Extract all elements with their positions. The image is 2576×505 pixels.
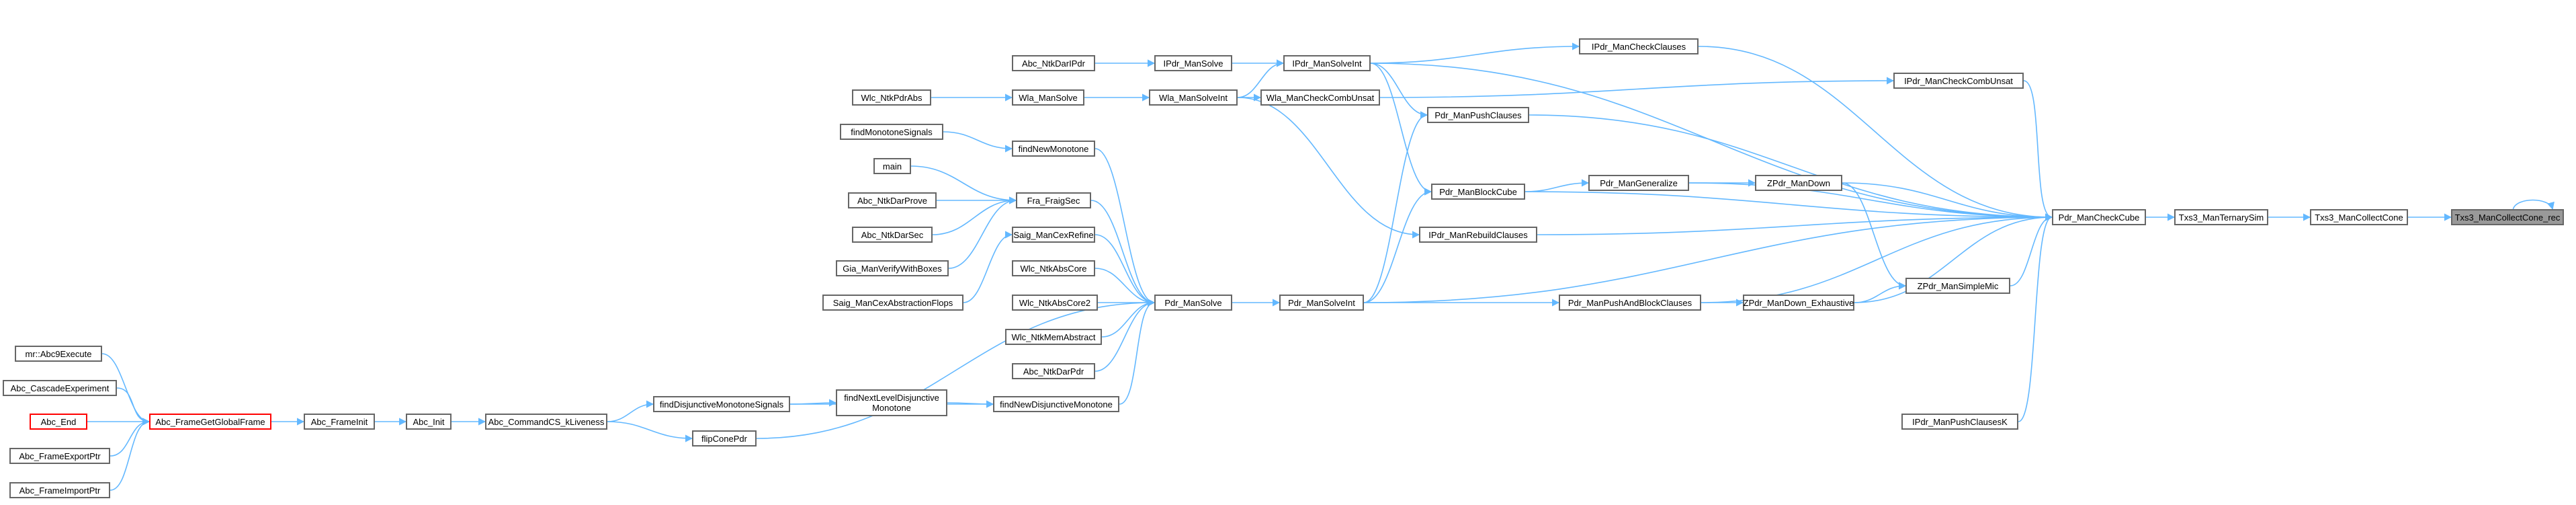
node-zpdr-mansimplemic[interactable]: ZPdr_ManSimpleMic: [1905, 278, 2010, 294]
node-abc-frameexportptr[interactable]: Abc_FrameExportPtr: [9, 448, 110, 464]
call-edge-kliveness-to-flipcone: [607, 421, 693, 442]
call-edge-memabs-to-pdrsolve: [1101, 299, 1156, 338]
node-abc-frameinit[interactable]: Abc_FrameInit: [304, 414, 375, 430]
node-ipdr-manpushclausesk[interactable]: IPdr_ManPushClausesK: [1901, 414, 2018, 430]
call-edge-rebuild-to-checkcube: [1537, 213, 2053, 235]
call-edge-pushclauses-to-checkcube: [1529, 114, 2053, 221]
call-edge-darpdr-to-pdrsolve: [1094, 299, 1156, 372]
node-ipdr-mancheckcombunsat[interactable]: IPdr_ManCheckCombUnsat: [1893, 73, 2024, 89]
call-edge-disjsig-to-nextlevel: [789, 399, 837, 407]
call-edge-importptr-to-getframe: [110, 418, 151, 491]
node-wla-mancheckcombunsat[interactable]: Wla_ManCheckCombUnsat: [1260, 89, 1380, 106]
call-edge-wlasolveint-to-rebuild: [1237, 97, 1420, 239]
call-edge-ipdrsolveint-to-pushclauses: [1370, 63, 1428, 119]
node-pdr-mansolve[interactable]: Pdr_ManSolve: [1154, 295, 1232, 311]
call-edge-cexrefine-to-pdrsolve: [1094, 234, 1156, 307]
node-abc-init[interactable]: Abc_Init: [406, 414, 452, 430]
node-fra-fraigsec[interactable]: Fra_FraigSec: [1016, 192, 1091, 208]
node-saig-mancexrefine[interactable]: Saig_ManCexRefine: [1012, 227, 1095, 243]
call-edge-simplemic-to-checkcube: [2010, 213, 2053, 286]
node-abc-ntkdarprove[interactable]: Abc_NtkDarProve: [848, 192, 937, 208]
call-edge-darsec-to-fraig: [932, 196, 1017, 235]
node-wlc-ntkabscore2[interactable]: Wlc_NtkAbsCore2: [1012, 295, 1098, 311]
node-findnewmonotone[interactable]: findNewMonotone: [1012, 141, 1095, 157]
call-edge-cascade-to-getframe: [116, 387, 151, 426]
node-finddisjunctivemonotonesignals[interactable]: findDisjunctiveMonotoneSignals: [653, 396, 790, 412]
call-edge-abscore-to-pdrsolve: [1094, 268, 1156, 307]
node-mr-abc9execute[interactable]: mr::Abc9Execute: [15, 346, 102, 362]
node-zpdr-mandown-exhaustive[interactable]: ZPdr_ManDown_Exhaustive: [1743, 295, 1854, 311]
node-txs3-manternarysim[interactable]: Txs3_ManTernarySim: [2174, 209, 2268, 225]
call-edge-wlacomb-to-combunsat: [1379, 77, 1895, 98]
node-zpdr-mandown[interactable]: ZPdr_ManDown: [1755, 175, 1842, 191]
node-wla-mansolveint[interactable]: Wla_ManSolveInt: [1149, 89, 1238, 106]
call-edge-solveint-to-pushclauses: [1363, 111, 1428, 303]
call-edge-verifyboxes-to-fraig: [948, 196, 1017, 269]
node-abc-end[interactable]: Abc_End: [30, 414, 87, 430]
call-edge-exportptr-to-getframe: [110, 418, 151, 457]
node-findnextleveldisjunctivemonotone[interactable]: findNextLevelDisjunctive Monotone: [836, 389, 947, 416]
node-txs3-mancollectcone-rec[interactable]: Txs3_ManCollectCone_rec: [2451, 209, 2564, 225]
node-abc-commandcs-kliveness[interactable]: Abc_CommandCS_kLiveness: [485, 414, 607, 430]
node-pdr-mangeneralize[interactable]: Pdr_ManGeneralize: [1588, 175, 1689, 191]
node-abc-cascadeexperiment[interactable]: Abc_CascadeExperiment: [3, 380, 117, 396]
node-abc-ntkdarlpdr[interactable]: Abc_NtkDarIPdr: [1012, 55, 1095, 71]
call-edge-zdown-to-checkcube: [1842, 182, 2053, 221]
call-edge-root-to-root: [2512, 199, 2554, 210]
call-edge-zdownex-to-simplemic: [1854, 282, 1907, 303]
call-edge-solveint-to-checkcube: [1363, 213, 2053, 303]
node-wlc-ntkabscore[interactable]: Wlc_NtkAbsCore: [1012, 260, 1095, 276]
node-abc-ntkdarsec[interactable]: Abc_NtkDarSec: [852, 227, 933, 243]
node-pdr-manpushandblockclauses[interactable]: Pdr_ManPushAndBlockClauses: [1559, 295, 1701, 311]
call-edge-cexflops-to-cexrefine: [963, 231, 1013, 303]
call-edge-solveint-to-blockcube: [1363, 188, 1432, 303]
call-edge-blockcube-to-generalize: [1525, 179, 1590, 192]
node-wlc-ntkmemabstract[interactable]: Wlc_NtkMemAbstract: [1005, 329, 1102, 345]
node-pdr-manpushclauses[interactable]: Pdr_ManPushClauses: [1427, 107, 1529, 123]
node-ipdr-mansolve[interactable]: IPdr_ManSolve: [1154, 55, 1232, 71]
node-findmonotonesignals[interactable]: findMonotoneSignals: [840, 124, 943, 140]
call-edge-zdownex-to-checkcube: [1854, 213, 2053, 303]
call-edge-ipdrsolveint-to-checkclauses: [1370, 42, 1580, 64]
call-edge-pushk-to-checkcube: [2018, 213, 2053, 422]
node-abc-frameimportptr[interactable]: Abc_FrameImportPtr: [9, 482, 110, 498]
node-wla-mansolve[interactable]: Wla_ManSolve: [1012, 89, 1084, 106]
call-edge-blockcube-to-checkcube: [1525, 191, 2053, 221]
node-ipdr-manrebuildclauses[interactable]: IPdr_ManRebuildClauses: [1419, 227, 1537, 243]
node-gia-manverifywithboxes[interactable]: Gia_ManVerifyWithBoxes: [836, 260, 949, 276]
call-edge-findmono-to-pdrsolve: [1094, 148, 1156, 307]
node-ipdr-mansolveint[interactable]: IPdr_ManSolveInt: [1283, 55, 1371, 71]
call-edge-ipdrsolveint-to-checkcube: [1370, 63, 2053, 221]
node-ipdr-mancheckclauses[interactable]: IPdr_ManCheckClauses: [1579, 38, 1699, 54]
call-edge-newdisj-to-pdrsolve: [1119, 299, 1156, 405]
call-edge-fraig-to-pdrsolve: [1090, 200, 1156, 307]
node-txs3-mancollectcone[interactable]: Txs3_ManCollectCone: [2310, 209, 2408, 225]
node-wlc-ntkpdrabs[interactable]: Wlc_NtkPdrAbs: [852, 89, 931, 106]
node-pdr-mancheckcube[interactable]: Pdr_ManCheckCube: [2052, 209, 2146, 225]
node-abc-ntkdarpdr[interactable]: Abc_NtkDarPdr: [1012, 363, 1095, 379]
node-saig-mancexabstractionflops[interactable]: Saig_ManCexAbstractionFlops: [822, 295, 963, 311]
node-pdr-mansolveint[interactable]: Pdr_ManSolveInt: [1279, 295, 1364, 311]
call-edge-findmonosig-to-findmono: [943, 131, 1013, 153]
node-main[interactable]: main: [873, 158, 911, 174]
call-edge-main-to-fraig: [910, 165, 1017, 204]
call-edge-kliveness-to-disjsig: [607, 400, 654, 422]
node-abc-framegetglobalframe[interactable]: Abc_FrameGetGlobalFrame: [149, 414, 271, 430]
node-findnewdisjunctivemonotone[interactable]: findNewDisjunctiveMonotone: [993, 396, 1119, 412]
node-flipconepdr[interactable]: flipConePdr: [692, 430, 757, 446]
call-edge-combunsat-to-checkcube: [2023, 80, 2053, 221]
node-pdr-manblockcube[interactable]: Pdr_ManBlockCube: [1431, 184, 1525, 200]
call-edge-generalize-to-checkcube: [1688, 182, 2053, 221]
call-edge-zdown-to-simplemic: [1842, 182, 1907, 290]
call-edge-checkclauses-to-checkcube: [1698, 46, 2053, 221]
call-edge-ipdrsolveint-to-blockcube: [1370, 63, 1432, 196]
